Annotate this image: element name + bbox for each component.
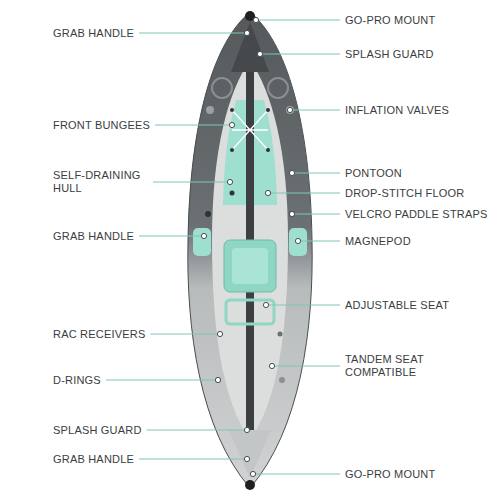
part-label: SELF-DRAINING HULL: [53, 169, 148, 195]
leader-dot: [244, 456, 249, 461]
part-label: MAGNEPOD: [345, 235, 411, 248]
part-label: GRAB HANDLE: [53, 27, 134, 40]
part-label: GO-PRO MOUNT: [345, 468, 435, 481]
leader-line: [106, 380, 218, 381]
part-label: GO-PRO MOUNT: [345, 14, 435, 27]
leader-line: [150, 334, 220, 335]
leader-line: [268, 193, 340, 194]
leader-dot: [289, 170, 294, 175]
part-label: D-RINGS: [53, 374, 101, 387]
leader-dot: [295, 238, 300, 243]
part-label: PONTOON: [345, 167, 402, 180]
leader-dot: [269, 363, 274, 368]
part-label: GRAB HANDLE: [53, 453, 134, 466]
leader-dot: [287, 107, 292, 112]
leader-dot: [250, 471, 255, 476]
leader-dot: [227, 179, 232, 184]
part-label: SPLASH GUARD: [345, 48, 434, 61]
leader-dot: [217, 331, 222, 336]
leader-dot: [257, 51, 262, 56]
part-label: INFLATION VALVES: [345, 104, 449, 117]
part-label: RAC RECEIVERS: [53, 328, 145, 341]
leader-line: [153, 182, 230, 183]
leader-line: [139, 459, 247, 460]
part-label: DROP-STITCH FLOOR: [345, 187, 465, 200]
leader-line: [155, 125, 232, 126]
leader-dot: [265, 190, 270, 195]
leader-line: [147, 430, 247, 431]
leader-line: [139, 236, 204, 237]
part-label: SPLASH GUARD: [53, 424, 142, 437]
part-label: VELCRO PADDLE STRAPS: [345, 208, 488, 221]
leader-line: [253, 474, 340, 475]
part-label: FRONT BUNGEES: [53, 119, 150, 132]
leader-dot: [215, 377, 220, 382]
leader-line: [290, 110, 340, 111]
leader-line: [298, 241, 340, 242]
leader-line: [260, 54, 340, 55]
leader-line: [292, 173, 340, 174]
leader-line: [272, 366, 340, 367]
leader-dot: [244, 30, 249, 35]
leader-dot: [244, 427, 249, 432]
leader-line: [266, 305, 340, 306]
part-label: ADJUSTABLE SEAT: [345, 299, 449, 312]
part-label: TANDEM SEAT COMPATIBLE: [345, 353, 425, 379]
leader-line: [256, 20, 340, 21]
leader-dot: [289, 211, 294, 216]
leader-line: [139, 33, 247, 34]
leader-dot: [229, 122, 234, 127]
part-label: GRAB HANDLE: [53, 230, 134, 243]
leader-dot: [201, 233, 206, 238]
leader-dot: [263, 302, 268, 307]
leader-line: [292, 214, 340, 215]
leader-dot: [253, 17, 258, 22]
